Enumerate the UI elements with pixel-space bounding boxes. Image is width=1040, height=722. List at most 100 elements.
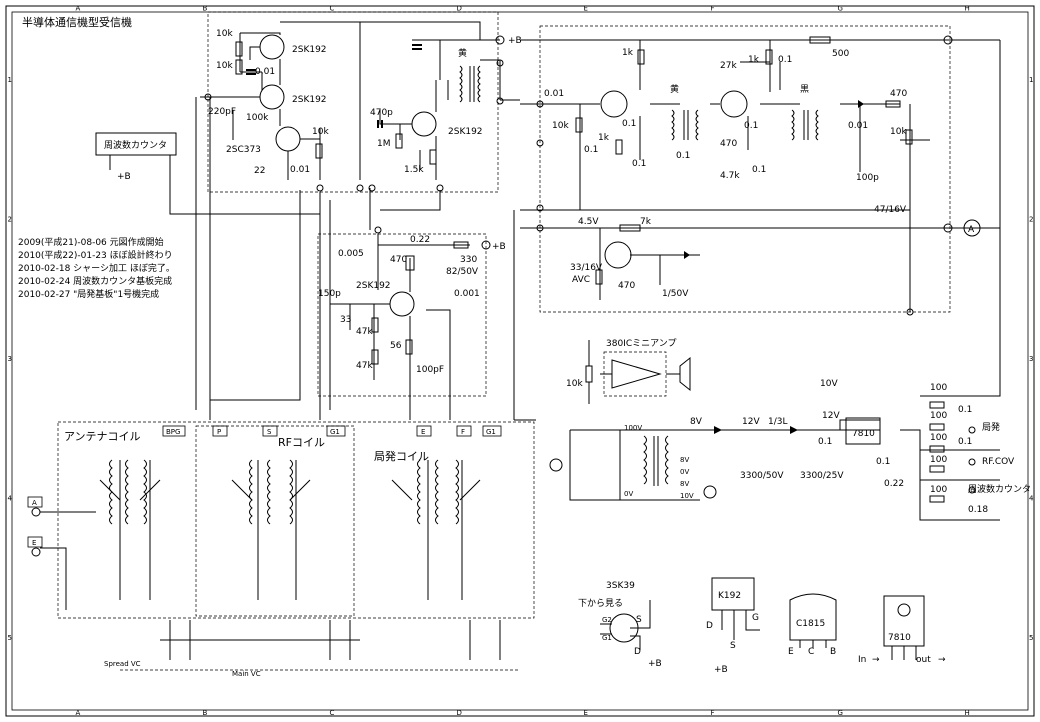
bjt-symbol (604, 241, 632, 269)
label: 12V (822, 411, 840, 421)
zone-column-label: C (330, 5, 335, 13)
label: 10k (890, 127, 907, 137)
tag: S (267, 428, 272, 436)
label: +B (648, 659, 662, 669)
zone-column-label: A (76, 5, 81, 13)
zone-column-label: H (965, 709, 970, 717)
regulator-7810 (845, 417, 881, 445)
zone-column-label: D (457, 5, 462, 13)
power-supply-block: 7810 10V 8V 12V 12V 1/3L 3300/50V 3300/2… (549, 40, 1031, 521)
if-amplifier-block: A 0.01 10k 1k 27k 1k 0.1 500 黄 黒 470 0.0… (520, 25, 1000, 316)
pinout-k192: K192 D S G +B (706, 577, 760, 675)
mini-amp-label: 380ICミニアンプ (606, 338, 677, 349)
label: 10k (312, 127, 329, 137)
zone-column-label: B (203, 5, 208, 13)
bjt-symbol (275, 126, 301, 152)
label: 10V (820, 379, 838, 389)
label: G1 (602, 634, 612, 642)
label: 下から見る (578, 598, 623, 609)
zone-row-label: 3 (8, 355, 12, 363)
label: 1k (748, 55, 760, 65)
label: 22 (254, 166, 265, 176)
zone-row-label: 1 (1029, 76, 1033, 84)
bus-wires (195, 97, 536, 421)
label: 1/50V (662, 289, 689, 299)
label: C (808, 647, 814, 657)
bjt-symbol (720, 90, 748, 118)
label: 0.005 (338, 249, 364, 259)
fet-symbol (259, 84, 285, 110)
label: 47/16V (874, 205, 907, 215)
label: 黒 (800, 84, 809, 95)
label: 500 (832, 49, 849, 59)
ant-terminal: A (32, 499, 37, 507)
label: 100k (246, 113, 269, 123)
label: 100p (856, 173, 879, 183)
lo-coil-label: 局発コイル (374, 449, 429, 463)
label: 黄 (670, 83, 679, 95)
label: 0V (680, 468, 689, 476)
label: 8V (680, 456, 689, 464)
label: 470 (890, 89, 907, 99)
label: 330 (460, 255, 477, 265)
label: K192 (718, 591, 741, 601)
label: 470 (618, 281, 635, 291)
label: B (830, 647, 836, 657)
coil-group (99, 459, 161, 600)
zone-column-label: D (457, 709, 462, 717)
label: D (634, 647, 641, 657)
ant-coil-label: アンテナコイル (64, 430, 141, 443)
revision-history: 2009(平成21)-08-06 元図作成開始 2010(平成22)-01-23… (18, 236, 175, 300)
history-line: 2010-02-27 "局発基板"1号機完成 (18, 288, 159, 300)
freq-counter-box: 周波数カウンタ +B (95, 132, 320, 215)
coil-group (391, 459, 481, 600)
label: 0.1 (676, 151, 690, 161)
label: 3SK39 (606, 581, 635, 591)
output-freq-counter: 周波数カウンタ (968, 483, 1031, 495)
label: 1/3L (768, 417, 788, 427)
label: 470p (370, 108, 393, 118)
label: 8V (680, 480, 689, 488)
label: 黄 (458, 47, 467, 59)
label: 0.18 (968, 505, 988, 515)
label: 47k (356, 361, 373, 371)
arrow-icon: → (938, 655, 946, 665)
label: E (788, 647, 794, 657)
bjt-symbol (600, 90, 628, 118)
label: 470 (390, 255, 407, 265)
label: 2SC373 (226, 145, 261, 155)
label: 100 (930, 383, 947, 393)
coil-pack-block: BPG P S G1 E F G1 アンテナコイル RFコイル 局発コイル A … (27, 421, 535, 678)
label: 220pF (208, 107, 236, 117)
label: +B (508, 36, 522, 46)
tag: G1 (486, 428, 496, 436)
label: +B (492, 242, 506, 252)
label: 0.1 (778, 55, 792, 65)
zone-row-label: 4 (8, 495, 13, 503)
label: 4.7k (720, 171, 740, 181)
tag: E (421, 428, 425, 436)
label: 0.01 (544, 89, 564, 99)
label: G2 (602, 616, 612, 624)
label: AVC (572, 275, 590, 285)
main-vc-label: Main VC (232, 670, 261, 678)
sheet-title: 半導体通信機型受信機 (22, 15, 132, 29)
tag: G1 (330, 428, 340, 436)
label: 27k (720, 61, 737, 71)
label: 10k (566, 379, 583, 389)
zone-row-label: 3 (1029, 355, 1033, 363)
freq-counter-supply: +B (117, 172, 131, 182)
zone-column-label: A (76, 709, 81, 717)
freq-counter-label: 周波数カウンタ (104, 139, 167, 151)
tag: BPG (166, 428, 180, 436)
pinout-7810: 7810 In out → → (858, 595, 946, 665)
zone-row-label: 2 (8, 215, 12, 223)
zone-row-label: 4 (1029, 495, 1034, 503)
ac-plug (549, 458, 563, 472)
label: 2SK192 (356, 281, 391, 291)
zone-column-label: F (711, 5, 715, 13)
output-lo: 局発 (982, 421, 1000, 433)
label: G (752, 613, 759, 623)
